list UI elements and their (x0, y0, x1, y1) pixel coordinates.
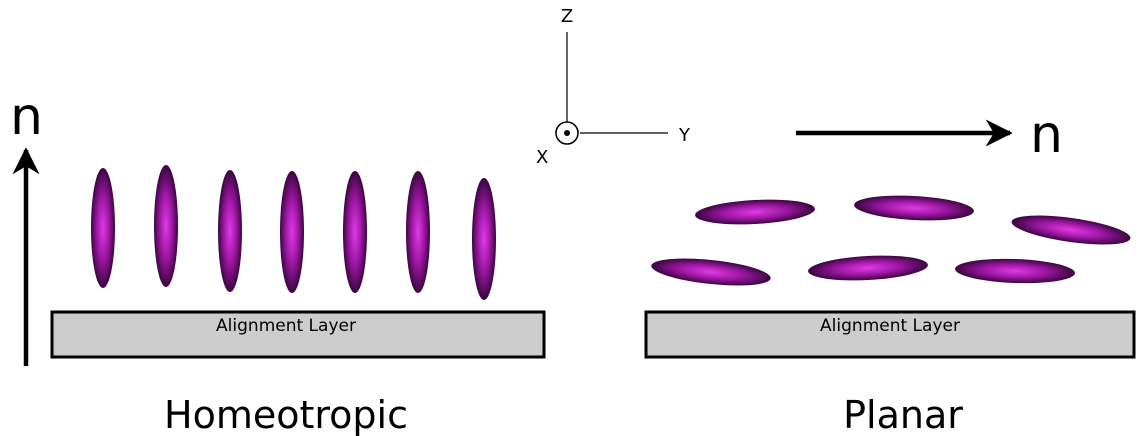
planar-molecules (651, 195, 1131, 286)
planar-molecule (854, 195, 974, 221)
planar-layer-label: Alignment Layer (820, 316, 960, 336)
planar-molecule (695, 199, 815, 225)
y-axis-label: Y (678, 125, 691, 146)
homeotropic-caption: Homeotropic (164, 393, 408, 436)
x-axis-label: X (536, 147, 548, 168)
homeotropic-director-label: n (10, 87, 43, 147)
planar-panel: n Alignment Layer Planar (644, 105, 1136, 436)
homeotropic-alignment-layer (50, 310, 546, 359)
planar-director-label: n (1030, 105, 1063, 165)
homeotropic-molecule (91, 168, 115, 288)
x-axis-dot (564, 130, 570, 136)
homeotropic-molecule (154, 165, 178, 287)
homeotropic-molecule (218, 170, 242, 292)
planar-caption: Planar (843, 393, 963, 436)
z-axis-label: Z (561, 6, 573, 27)
homeotropic-molecule (472, 178, 496, 300)
homeotropic-molecules (91, 165, 496, 300)
planar-molecule (1011, 215, 1131, 245)
planar-molecule (808, 255, 928, 281)
homeotropic-molecule (280, 171, 304, 293)
coordinate-axes: Z Y X (536, 6, 691, 168)
planar-molecule (651, 258, 771, 286)
homeotropic-layer-label: Alignment Layer (216, 316, 356, 336)
homeotropic-panel: n Alignment Layer Homeotropic (10, 87, 546, 436)
planar-alignment-layer (644, 310, 1136, 359)
homeotropic-molecule (406, 171, 430, 293)
planar-molecule (955, 258, 1075, 284)
homeotropic-molecule (343, 171, 367, 293)
